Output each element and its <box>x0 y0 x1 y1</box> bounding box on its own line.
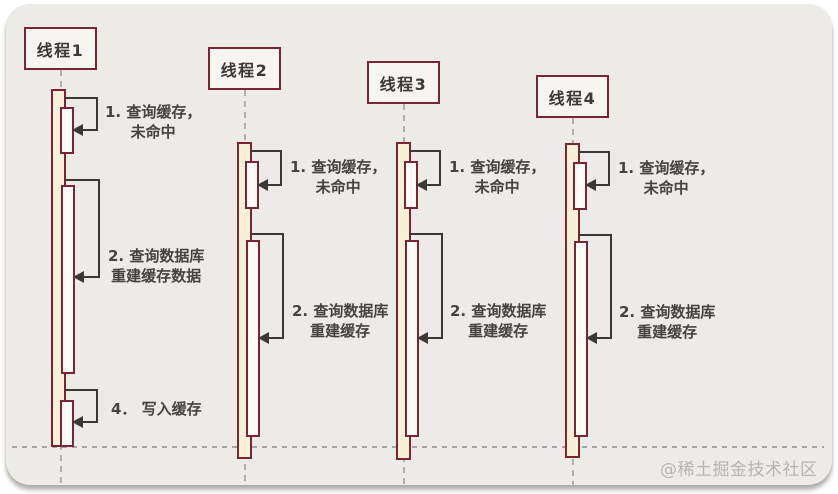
message-line-1: 1. 查询缓存， <box>105 103 202 121</box>
message-line-2: 重建缓存数据 <box>111 267 202 285</box>
thread-1-self-message-1-arrow <box>65 96 98 136</box>
message-line-1: 2. 查询数据库 <box>619 303 716 321</box>
message-line-2: 重建缓存 <box>310 322 371 340</box>
thread-1-message-1-label: 1. 查询缓存， 未命中 <box>105 102 201 142</box>
thread-3-label: 线程3 <box>379 74 428 94</box>
thread-4-message-1-label: 1. 查询缓存， 未命中 <box>618 158 714 198</box>
thread-3-self-message-1-arrow <box>409 149 441 191</box>
thread-2-message-2-label: 2. 查询数据库 重建缓存 <box>292 301 388 341</box>
thread-4-message-2-label: 2. 查询数据库 重建缓存 <box>619 302 715 342</box>
message-line-2: 未命中 <box>130 123 176 141</box>
thread-3-message-2-label: 2. 查询数据库 重建缓存 <box>450 301 546 341</box>
thread-3-message-1-label: 1. 查询缓存， 未命中 <box>449 157 545 197</box>
message-line-1: 1. 查询缓存， <box>290 158 387 176</box>
thread-2-box: 线程2 <box>208 47 281 90</box>
message-line-1: 2. 查询数据库 <box>292 302 389 320</box>
message-line-2: 未命中 <box>643 179 689 197</box>
thread-1-message-4-label: 4． 写入缓存 <box>111 399 202 419</box>
thread-3-box: 线程3 <box>367 61 440 104</box>
thread-3-self-message-2-arrow <box>410 232 443 344</box>
message-line-2: 重建缓存 <box>468 322 529 340</box>
thread-4-self-message-2-arrow <box>579 233 612 344</box>
thread-4-label: 线程4 <box>548 88 597 108</box>
message-line-1: 2. 查询数据库 <box>108 247 205 265</box>
message-line-1: 1. 查询缓存， <box>449 158 546 176</box>
message-line-1: 4． 写入缓存 <box>111 400 202 418</box>
thread-2-self-message-2-arrow <box>251 232 284 344</box>
bottom-dashed-separator <box>12 446 824 448</box>
message-line-1: 2. 查询数据库 <box>450 302 547 320</box>
thread-1-self-message-4-arrow <box>65 388 98 428</box>
thread-2-label: 线程2 <box>220 60 269 80</box>
message-line-2: 未命中 <box>474 178 520 196</box>
thread-4-box: 线程4 <box>536 75 609 118</box>
thread-1-label: 线程1 <box>36 40 85 60</box>
thread-1-self-message-2-arrow <box>66 178 100 283</box>
message-line-1: 1. 查询缓存， <box>618 159 715 177</box>
thread-1-message-2-label: 2. 查询数据库 重建缓存数据 <box>108 246 204 286</box>
thread-4-self-message-1-arrow <box>578 150 610 191</box>
thread-1-box: 线程1 <box>24 27 97 70</box>
message-line-2: 重建缓存 <box>637 323 698 341</box>
thread-2-message-1-label: 1. 查询缓存， 未命中 <box>290 157 386 197</box>
watermark: @稀土掘金技术社区 <box>660 460 818 480</box>
thread-2-self-message-1-arrow <box>250 149 282 191</box>
message-line-2: 未命中 <box>315 178 361 196</box>
